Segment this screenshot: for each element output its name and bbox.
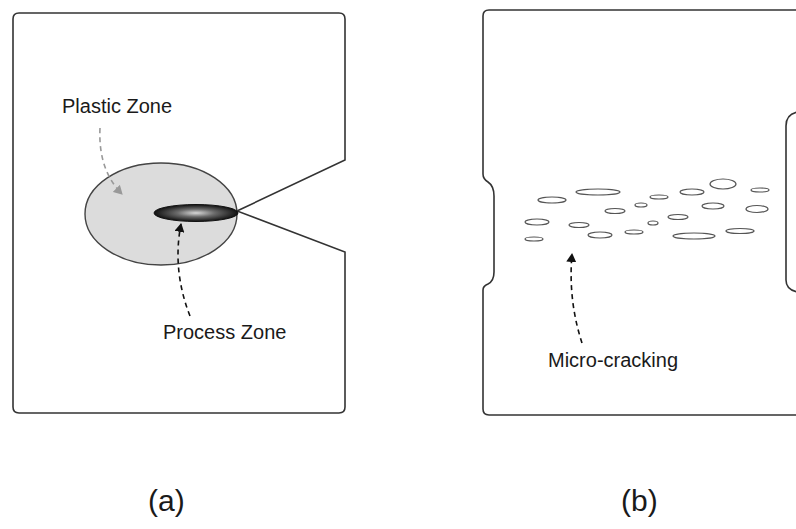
zone-label: Plastic Zone	[62, 95, 172, 118]
leader-line	[100, 128, 122, 194]
leader-line	[571, 254, 582, 343]
leader-line	[178, 224, 190, 316]
panel-label: (b)	[621, 484, 658, 519]
zone-label: Process Zone	[163, 321, 286, 344]
plastic-zone	[85, 163, 237, 265]
specimen-neck	[786, 112, 796, 292]
micro-cracks	[525, 179, 769, 241]
process-zone	[154, 205, 238, 222]
callout-label: Micro-cracking	[548, 349, 678, 372]
tensile-specimen	[483, 10, 796, 415]
notched-specimen	[13, 13, 345, 413]
panel-label: (a)	[148, 484, 185, 519]
